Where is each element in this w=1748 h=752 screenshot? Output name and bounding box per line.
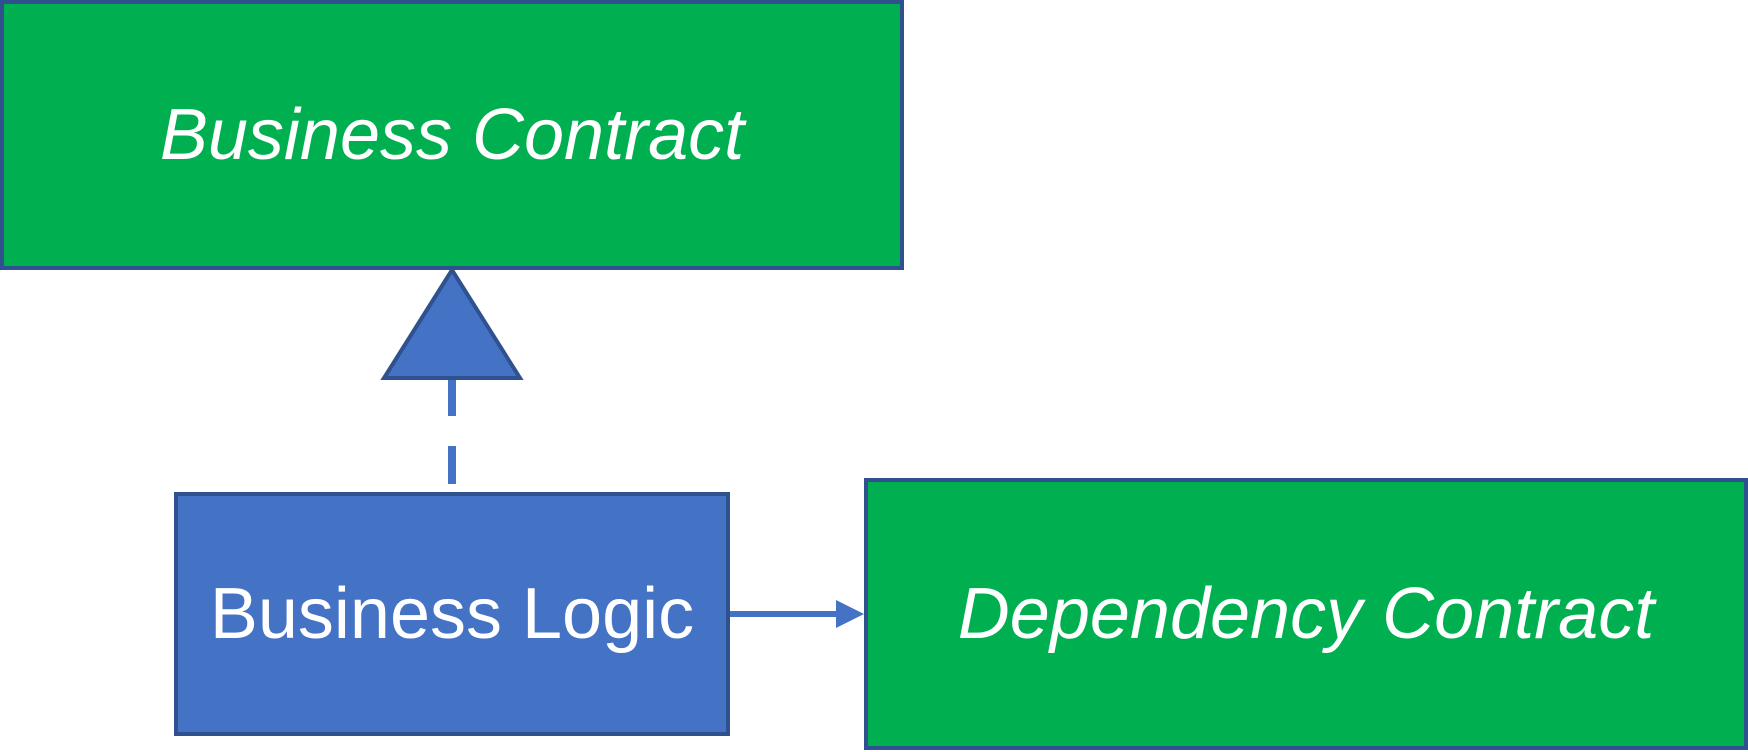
business-contract-label: Business Contract (159, 95, 745, 175)
business-logic-box[interactable]: Business Logic (174, 492, 730, 736)
business-contract-box[interactable]: Business Contract (0, 0, 904, 270)
dependency-arrowhead-icon (836, 600, 864, 628)
business-logic-label: Business Logic (209, 574, 695, 654)
realization-triangle-icon (380, 266, 524, 380)
dependency-contract-box[interactable]: Dependency Contract (864, 478, 1748, 750)
dependency-contract-label: Dependency Contract (957, 574, 1655, 654)
